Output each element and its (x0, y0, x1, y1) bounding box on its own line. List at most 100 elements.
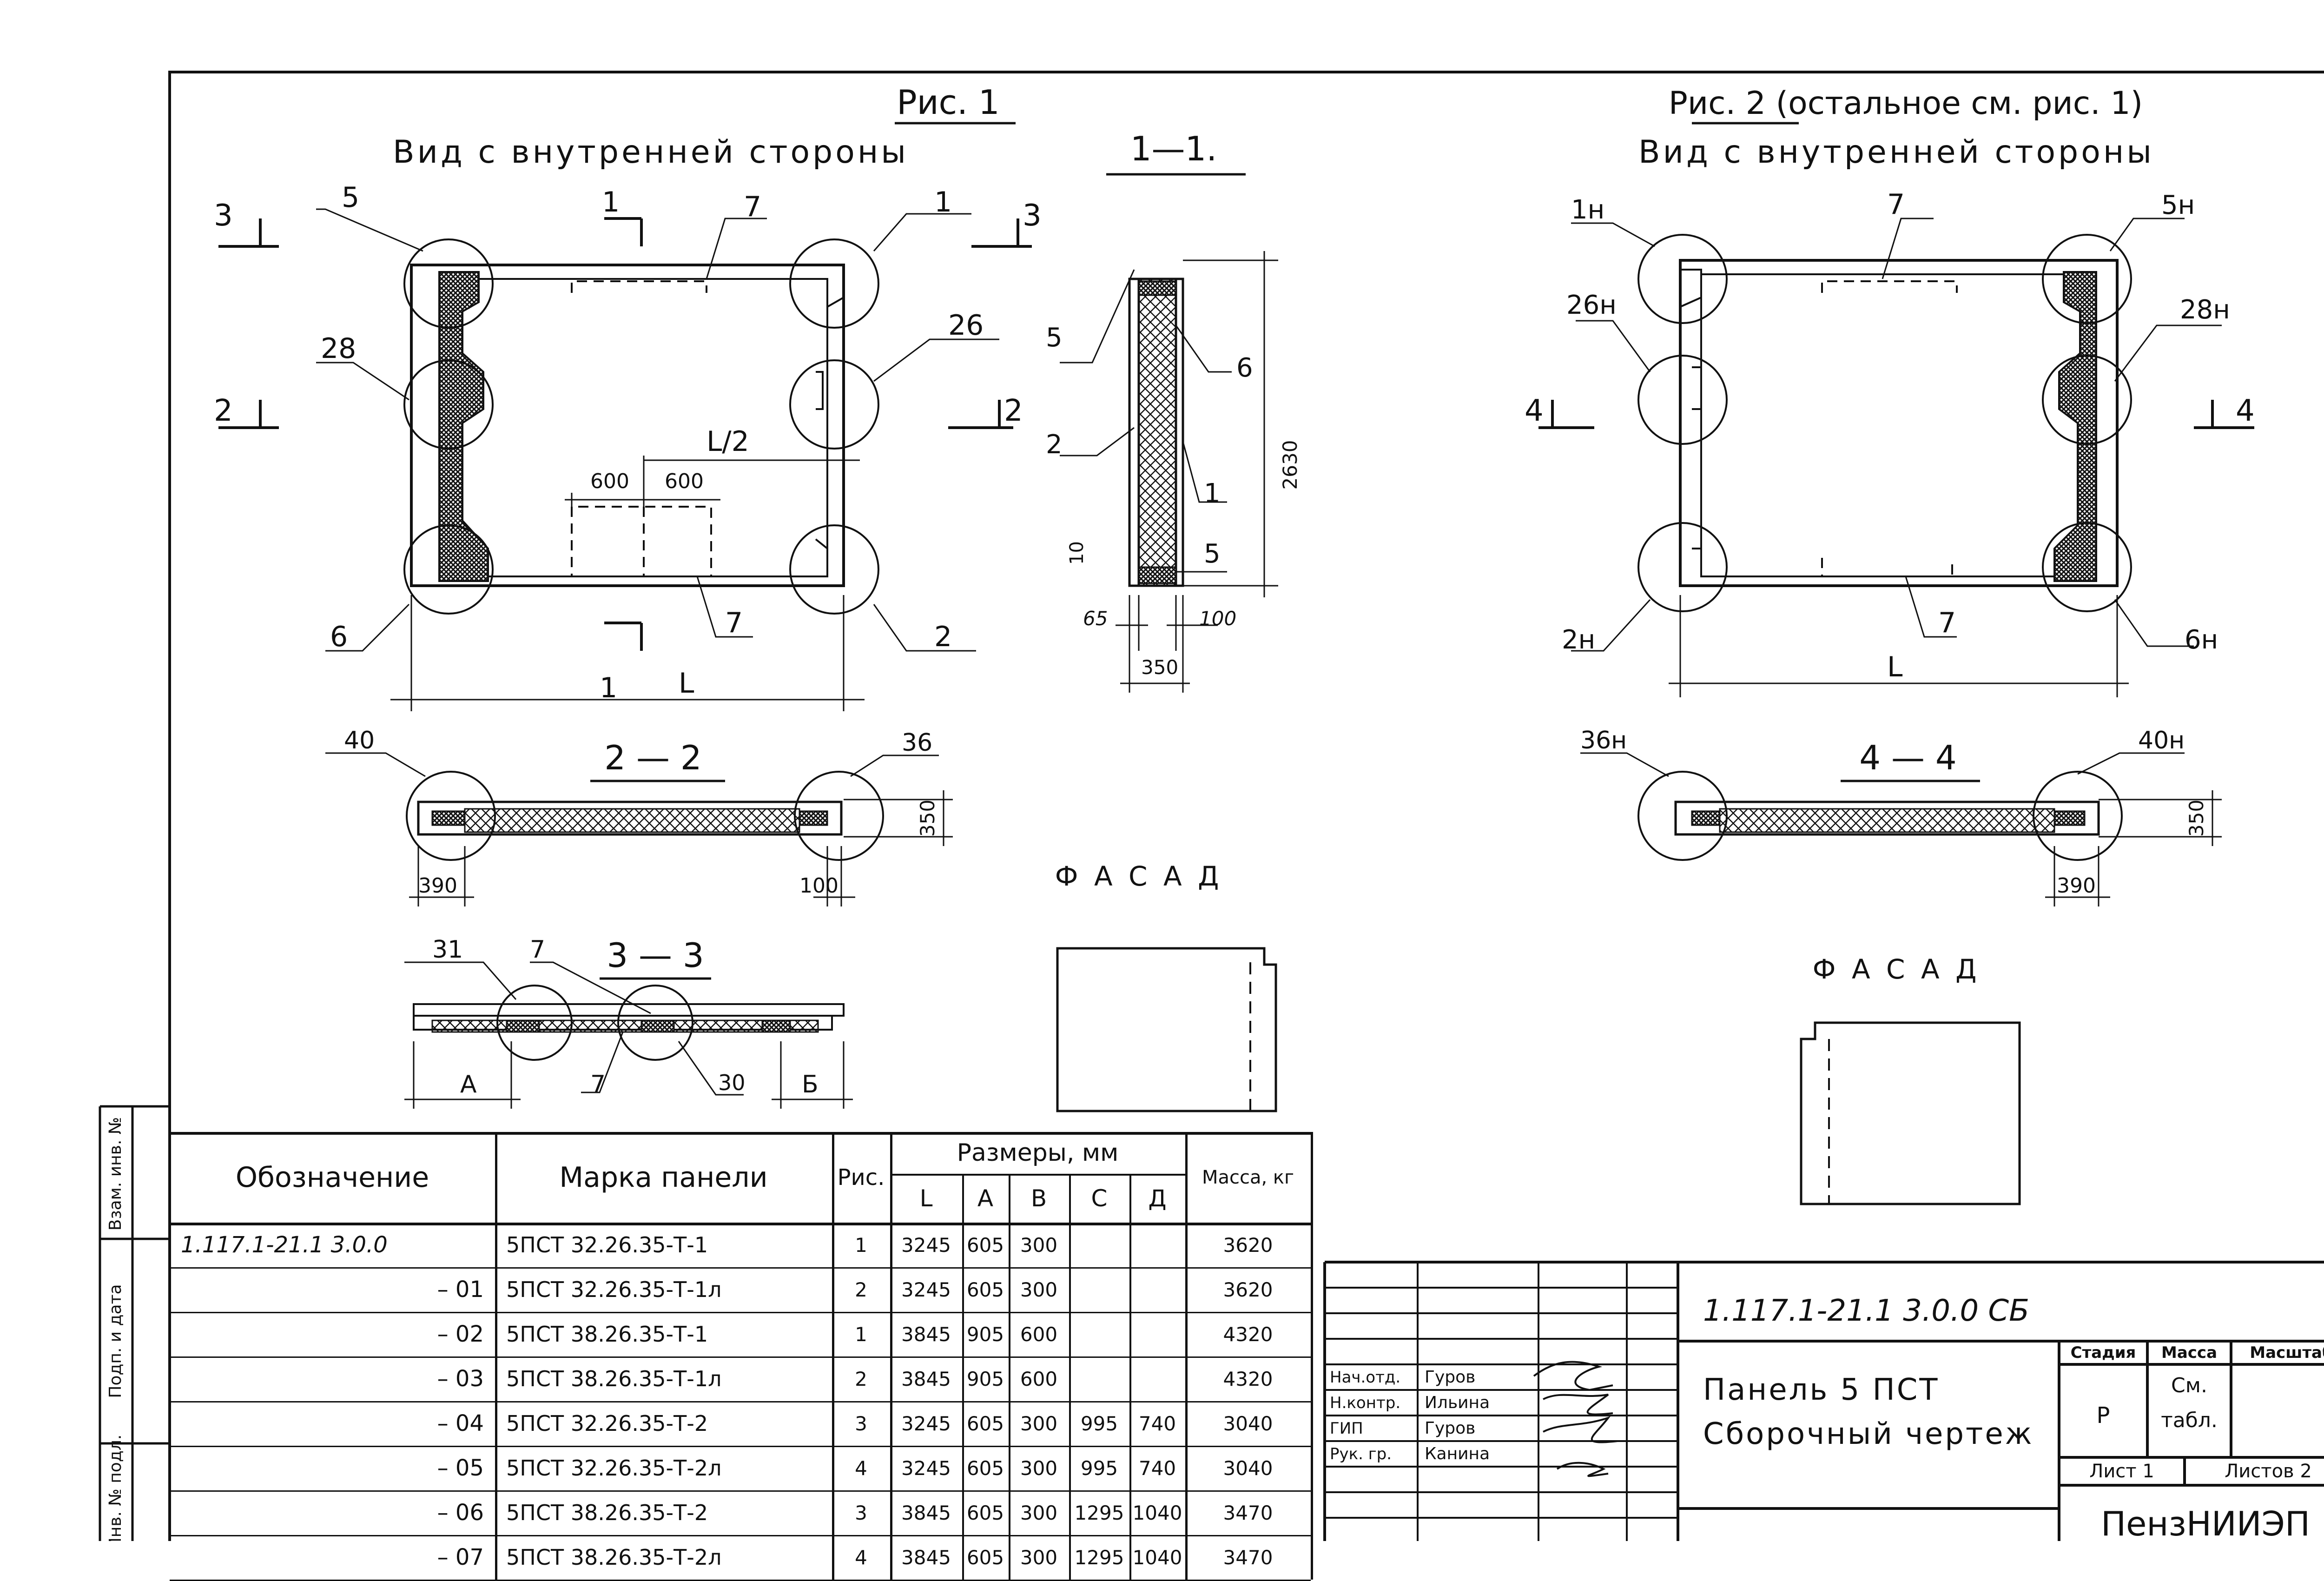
mass-value-1: См. (2171, 1373, 2207, 1397)
mass-header: Масса (2161, 1343, 2218, 1362)
section-2-2-title: 2 — 2 (604, 738, 701, 777)
sec11-callout-1: 1 (1204, 478, 1221, 509)
fig2-section-mark-4-right: 4 (2236, 394, 2255, 428)
table-cell-L: 3845 (901, 1546, 951, 1569)
dim-L: L (679, 667, 694, 700)
sec11-callout-5-top: 5 (1046, 323, 1063, 353)
sheet-number: Лист 1 (2089, 1461, 2154, 1482)
table-cell-fig: 4 (855, 1546, 867, 1569)
fig2-facade-title: Ф А С А Д (1813, 953, 1981, 985)
fig2-dim-L: L (1887, 651, 1903, 683)
fig2-callout-7-top: 7 (1887, 188, 1905, 221)
fig2-facade: Ф А С А Д (1800, 953, 2021, 1205)
dim-600-b: 600 (665, 470, 704, 493)
fig1-facade: Ф А С А Д (1055, 860, 1277, 1112)
callout-1: 1 (934, 186, 952, 218)
callout-26: 26 (948, 309, 984, 342)
table-cell-D: 1040 (1132, 1546, 1182, 1569)
table-cell-C: 1295 (1074, 1546, 1124, 1569)
sig-role-1: Н.контр. (1330, 1393, 1401, 1412)
sec33-callout-30: 30 (718, 1070, 746, 1095)
callout-2: 2 (934, 621, 952, 653)
drawing-sheet: Рис. 1 Вид с внутренней стороны (99, 71, 2324, 1581)
fig2-callout-1n: 1н (1571, 195, 1604, 225)
sheet-frame (168, 71, 2324, 1541)
callout-5: 5 (342, 181, 359, 214)
drawing-canvas: Рис. 1 Вид с внутренней стороны (99, 71, 2324, 1541)
scale-header: Масштаб (2250, 1343, 2324, 1362)
sec33-dim-A: А (460, 1071, 477, 1098)
fig2-callout-6n: 6н (2185, 625, 2218, 655)
sig-name-1: Ильина (1425, 1393, 1490, 1412)
fig2-front-labels: 1н 7 5н 26н 28н 2н 7 6н 4 4 L (1525, 188, 2255, 683)
table-cell-B: 300 (1020, 1546, 1058, 1569)
fig2-view-title: Вид с внутренней стороны (1638, 134, 2154, 171)
sec44-callout-36n: 36н (1580, 727, 1627, 754)
sig-role-2: ГИП (1330, 1419, 1363, 1438)
section-1-1-title: 1—1. (1130, 129, 1217, 168)
section-3-3-title: 3 — 3 (607, 936, 704, 975)
fig2-callout-5n: 5н (2161, 190, 2195, 220)
fig2-title: Рис. 2 (остальное см. рис. 1) (1669, 85, 2143, 122)
side-stamp-replacement: Взам. инв. № (106, 1117, 125, 1230)
doc-name-line2: Сборочный чертеж (1703, 1417, 2034, 1451)
dim-65: 65 (1083, 607, 1108, 630)
side-stamp-signature-date: Подп. и дата (106, 1284, 125, 1398)
section-4-4: 4 — 4 36н 40н 350 390 (1580, 727, 2222, 906)
callout-6: 6 (330, 621, 348, 653)
stage-header: Стадия (2070, 1343, 2136, 1362)
sec33-callout-31: 31 (432, 936, 463, 964)
sec22-dim-390: 390 (418, 874, 457, 898)
stage-value: Р (2096, 1402, 2110, 1429)
callout-7-top: 7 (744, 191, 761, 223)
dim-350-sec11: 350 (1141, 656, 1178, 679)
section-mark-2-right: 2 (1004, 394, 1023, 428)
sec33-callout-7-bottom: 7 (590, 1071, 606, 1098)
dim-600-a: 600 (590, 470, 629, 493)
section-mark-3-right: 3 (1023, 198, 1042, 233)
table-cell-A: 605 (966, 1546, 1004, 1569)
sec33-callout-7-top: 7 (530, 936, 545, 964)
sheet-count: Листов 2 (2225, 1461, 2312, 1482)
sec22-callout-36: 36 (902, 729, 932, 757)
sig-name-0: Гуров (1425, 1368, 1476, 1387)
sec44-dim-390: 390 (2057, 874, 2096, 898)
organization: ПензНИИЭП (2100, 1506, 2311, 1541)
section-mark-3-left: 3 (214, 198, 233, 233)
sec44-callout-40n: 40н (2138, 727, 2185, 754)
fig1-view-title: Вид с внутренней стороны (393, 134, 909, 171)
sec33-dim-B: Б (802, 1071, 819, 1098)
mass-value-2: табл. (2161, 1408, 2218, 1432)
sig-role-3: Рук. гр. (1330, 1444, 1392, 1463)
side-stamp-original-inv: Инв. № подл. (106, 1435, 125, 1541)
side-stamp: Взам. инв. № Подп. и дата Инв. № подл. (99, 1105, 170, 1541)
sec22-dim-100: 100 (799, 874, 838, 898)
title-block-frame (1323, 1261, 2324, 1541)
fig2-callout-26n: 26н (1566, 290, 1617, 320)
fig2-title-group: Рис. 2 (остальное см. рис. 1) Вид с внут… (1638, 85, 2154, 171)
dim-10: 10 (1066, 541, 1088, 565)
callout-28: 28 (321, 332, 356, 365)
fig2-callout-2n: 2н (1562, 625, 1595, 655)
doc-code: 1.117.1-21.1 3.0.0 СБ (1703, 1294, 2029, 1328)
table-cell-mark: 5ПСТ 38.26.35-Т-2л (506, 1545, 722, 1570)
sec11-callout-5-bottom: 5 (1204, 539, 1221, 569)
section-1-1: 1—1. 5 6 2 1 5 2630 350 65 100 10 (1046, 129, 1301, 693)
sec22-dim-350: 350 (916, 800, 939, 837)
section-mark-1-top: 1 (602, 186, 620, 218)
table-cell-designation: – 07 (437, 1544, 484, 1570)
sig-name-2: Гуров (1425, 1419, 1476, 1438)
fig1-title: Рис. 1 (897, 83, 999, 122)
sec22-callout-40: 40 (344, 727, 375, 754)
signature-marks (1533, 1361, 1618, 1477)
fig2-section-mark-4-left: 4 (1525, 394, 1544, 428)
section-2-2: 2 — 2 40 36 390 100 350 (325, 727, 953, 906)
sig-name-3: Канина (1425, 1444, 1490, 1463)
fig1-front-labels: 5 1 7 28 26 6 2 7 1 1 2 2 3 3 L L/2 600 … (214, 181, 1042, 704)
doc-name-line1: Панель 5 ПСТ (1703, 1373, 1940, 1407)
fig1-front-view (218, 208, 1032, 711)
dim-2630: 2630 (1279, 440, 1301, 490)
fig2-callout-28n: 28н (2180, 295, 2230, 325)
fig2-callout-7-bottom: 7 (1938, 607, 1956, 639)
sec11-callout-2: 2 (1046, 430, 1063, 460)
